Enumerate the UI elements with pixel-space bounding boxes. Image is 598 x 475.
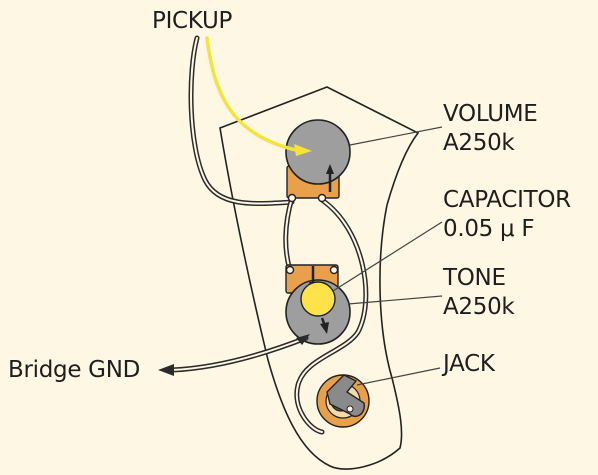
jack-lug [326,374,365,418]
jack-label: JACK [443,351,495,377]
bridge-ground-wire [158,334,310,376]
leader-lines [332,126,443,386]
tone-leader [347,295,443,305]
volume-pot-body [285,119,351,185]
tone-value-label: A250k [443,294,515,320]
volume-pot [285,119,351,203]
tone-label: TONE [443,265,506,291]
output-jack [316,374,370,428]
pickup-hot-wire [205,36,312,156]
capacitor-value-label: 0.05 μ F [443,216,535,242]
volume-leader [349,126,443,146]
pickup-ground-wire [188,35,295,207]
volume-jack-wire [294,197,369,435]
volume-tone-wire [283,195,295,273]
control-plate-outline [219,86,420,470]
volume-value-label: A250k [443,130,515,156]
capacitor-leader [332,221,443,292]
pickup-label: PICKUP [152,8,233,34]
capacitor-body [300,281,336,317]
bridge-gnd-label: Bridge GND [8,357,141,383]
volume-label: VOLUME [443,101,538,127]
jack-leader [356,367,441,386]
capacitor-label: CAPACITOR [443,187,571,213]
